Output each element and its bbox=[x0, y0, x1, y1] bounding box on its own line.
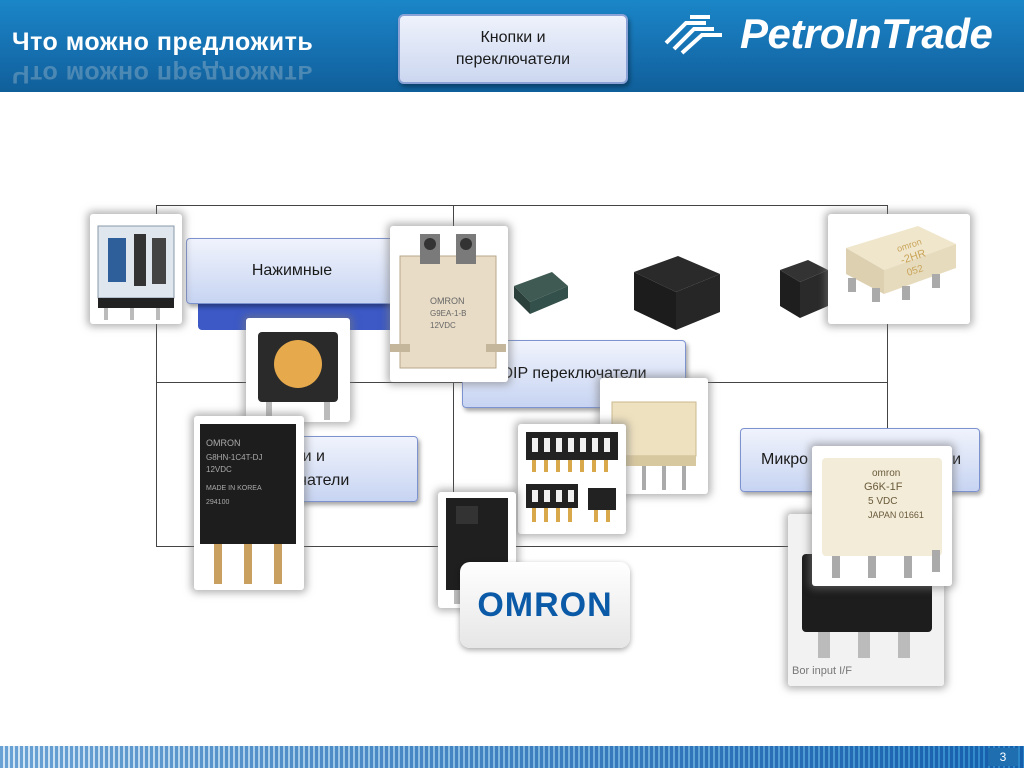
photo-dip-switches bbox=[518, 424, 626, 534]
photo-relay-g8hn: OMRON G8HN-1C4T-DJ 12VDC MADE IN KOREA 2… bbox=[194, 416, 304, 590]
relay-g8hn-model: G8HN-1C4T-DJ bbox=[206, 453, 262, 462]
beige-relay-image: omron -2HR 052 bbox=[846, 226, 956, 302]
small-relay-image bbox=[780, 260, 828, 318]
petrointrade-logo-icon bbox=[664, 15, 722, 55]
beige-relay-middle-image bbox=[611, 401, 697, 490]
relay-g9ea-model: G9EA-1-B bbox=[430, 309, 466, 318]
dip-switches-image bbox=[526, 432, 618, 522]
footer-bar bbox=[0, 746, 1024, 768]
tactile-button-image bbox=[258, 332, 338, 420]
relay-g6k-model: G6K-1F bbox=[864, 481, 903, 493]
relay-g8hn-lot: 294100 bbox=[206, 499, 229, 506]
photo-relay-g9ea: OMRON G9EA-1-B 12VDC bbox=[390, 226, 508, 382]
relay-g6k-image: omron G6K-1F 5 VDC JAPAN 01661 bbox=[822, 458, 942, 578]
relay-g8hn-voltage: 12VDC bbox=[206, 465, 232, 474]
omron-brand-card: OMRON bbox=[460, 562, 630, 648]
category-micro-label: Микро bbox=[761, 451, 809, 468]
header-bar: Что можно предложить Кнопки и переключат… bbox=[0, 0, 1024, 92]
photo-tactile-button bbox=[246, 318, 350, 422]
page-title: Что можно предложить bbox=[12, 28, 314, 56]
category-push[interactable]: Нажимные bbox=[186, 238, 398, 304]
beige-relay-code: 052 bbox=[906, 263, 926, 279]
black-relay-image bbox=[634, 256, 720, 330]
relay-g9ea-brand: OMRON bbox=[430, 296, 465, 306]
photo-beige-relay: omron -2HR 052 bbox=[828, 214, 970, 324]
page-number: 3 bbox=[988, 748, 1018, 766]
clear-relay-image bbox=[97, 225, 175, 320]
page-title-reflection: Что можно предложить bbox=[12, 60, 314, 88]
relay-g9ea-voltage: 12VDC bbox=[430, 321, 456, 330]
relay-g6k-origin: JAPAN 01661 bbox=[868, 510, 924, 520]
relay-g8hn-origin: MADE IN KOREA bbox=[206, 485, 262, 492]
green-relay-image bbox=[514, 272, 568, 314]
category-push-label: Нажимные bbox=[251, 262, 333, 279]
micro-switch-text: Bor input I/F bbox=[792, 665, 852, 677]
relay-g8hn-brand: OMRON bbox=[206, 438, 241, 448]
petrointrade-logo: PetroInTrade bbox=[660, 10, 993, 57]
topic-label: Кнопки и переключатели bbox=[455, 29, 571, 68]
relay-g6k-brand: omron bbox=[872, 468, 900, 479]
photo-relay-g6k: omron G6K-1F 5 VDC JAPAN 01661 bbox=[812, 446, 952, 586]
logo-text: PetroInTrade bbox=[740, 10, 993, 57]
omron-logo-text: OMRON bbox=[477, 585, 613, 624]
photo-green-relay bbox=[508, 264, 572, 318]
photo-black-relay bbox=[628, 250, 724, 334]
relay-g9ea-image: OMRON G9EA-1-B 12VDC bbox=[390, 234, 506, 369]
photo-clear-relay bbox=[90, 214, 182, 324]
relay-g8hn-image: OMRON G8HN-1C4T-DJ 12VDC MADE IN KOREA 2… bbox=[200, 424, 296, 584]
relay-g6k-voltage: 5 VDC bbox=[868, 496, 897, 507]
topic-box: Кнопки и переключатели bbox=[398, 14, 628, 84]
photo-small-relay bbox=[776, 254, 832, 330]
category-micro-suffix: и bbox=[952, 451, 961, 468]
category-dip-label: DIP переключатели bbox=[501, 365, 647, 382]
